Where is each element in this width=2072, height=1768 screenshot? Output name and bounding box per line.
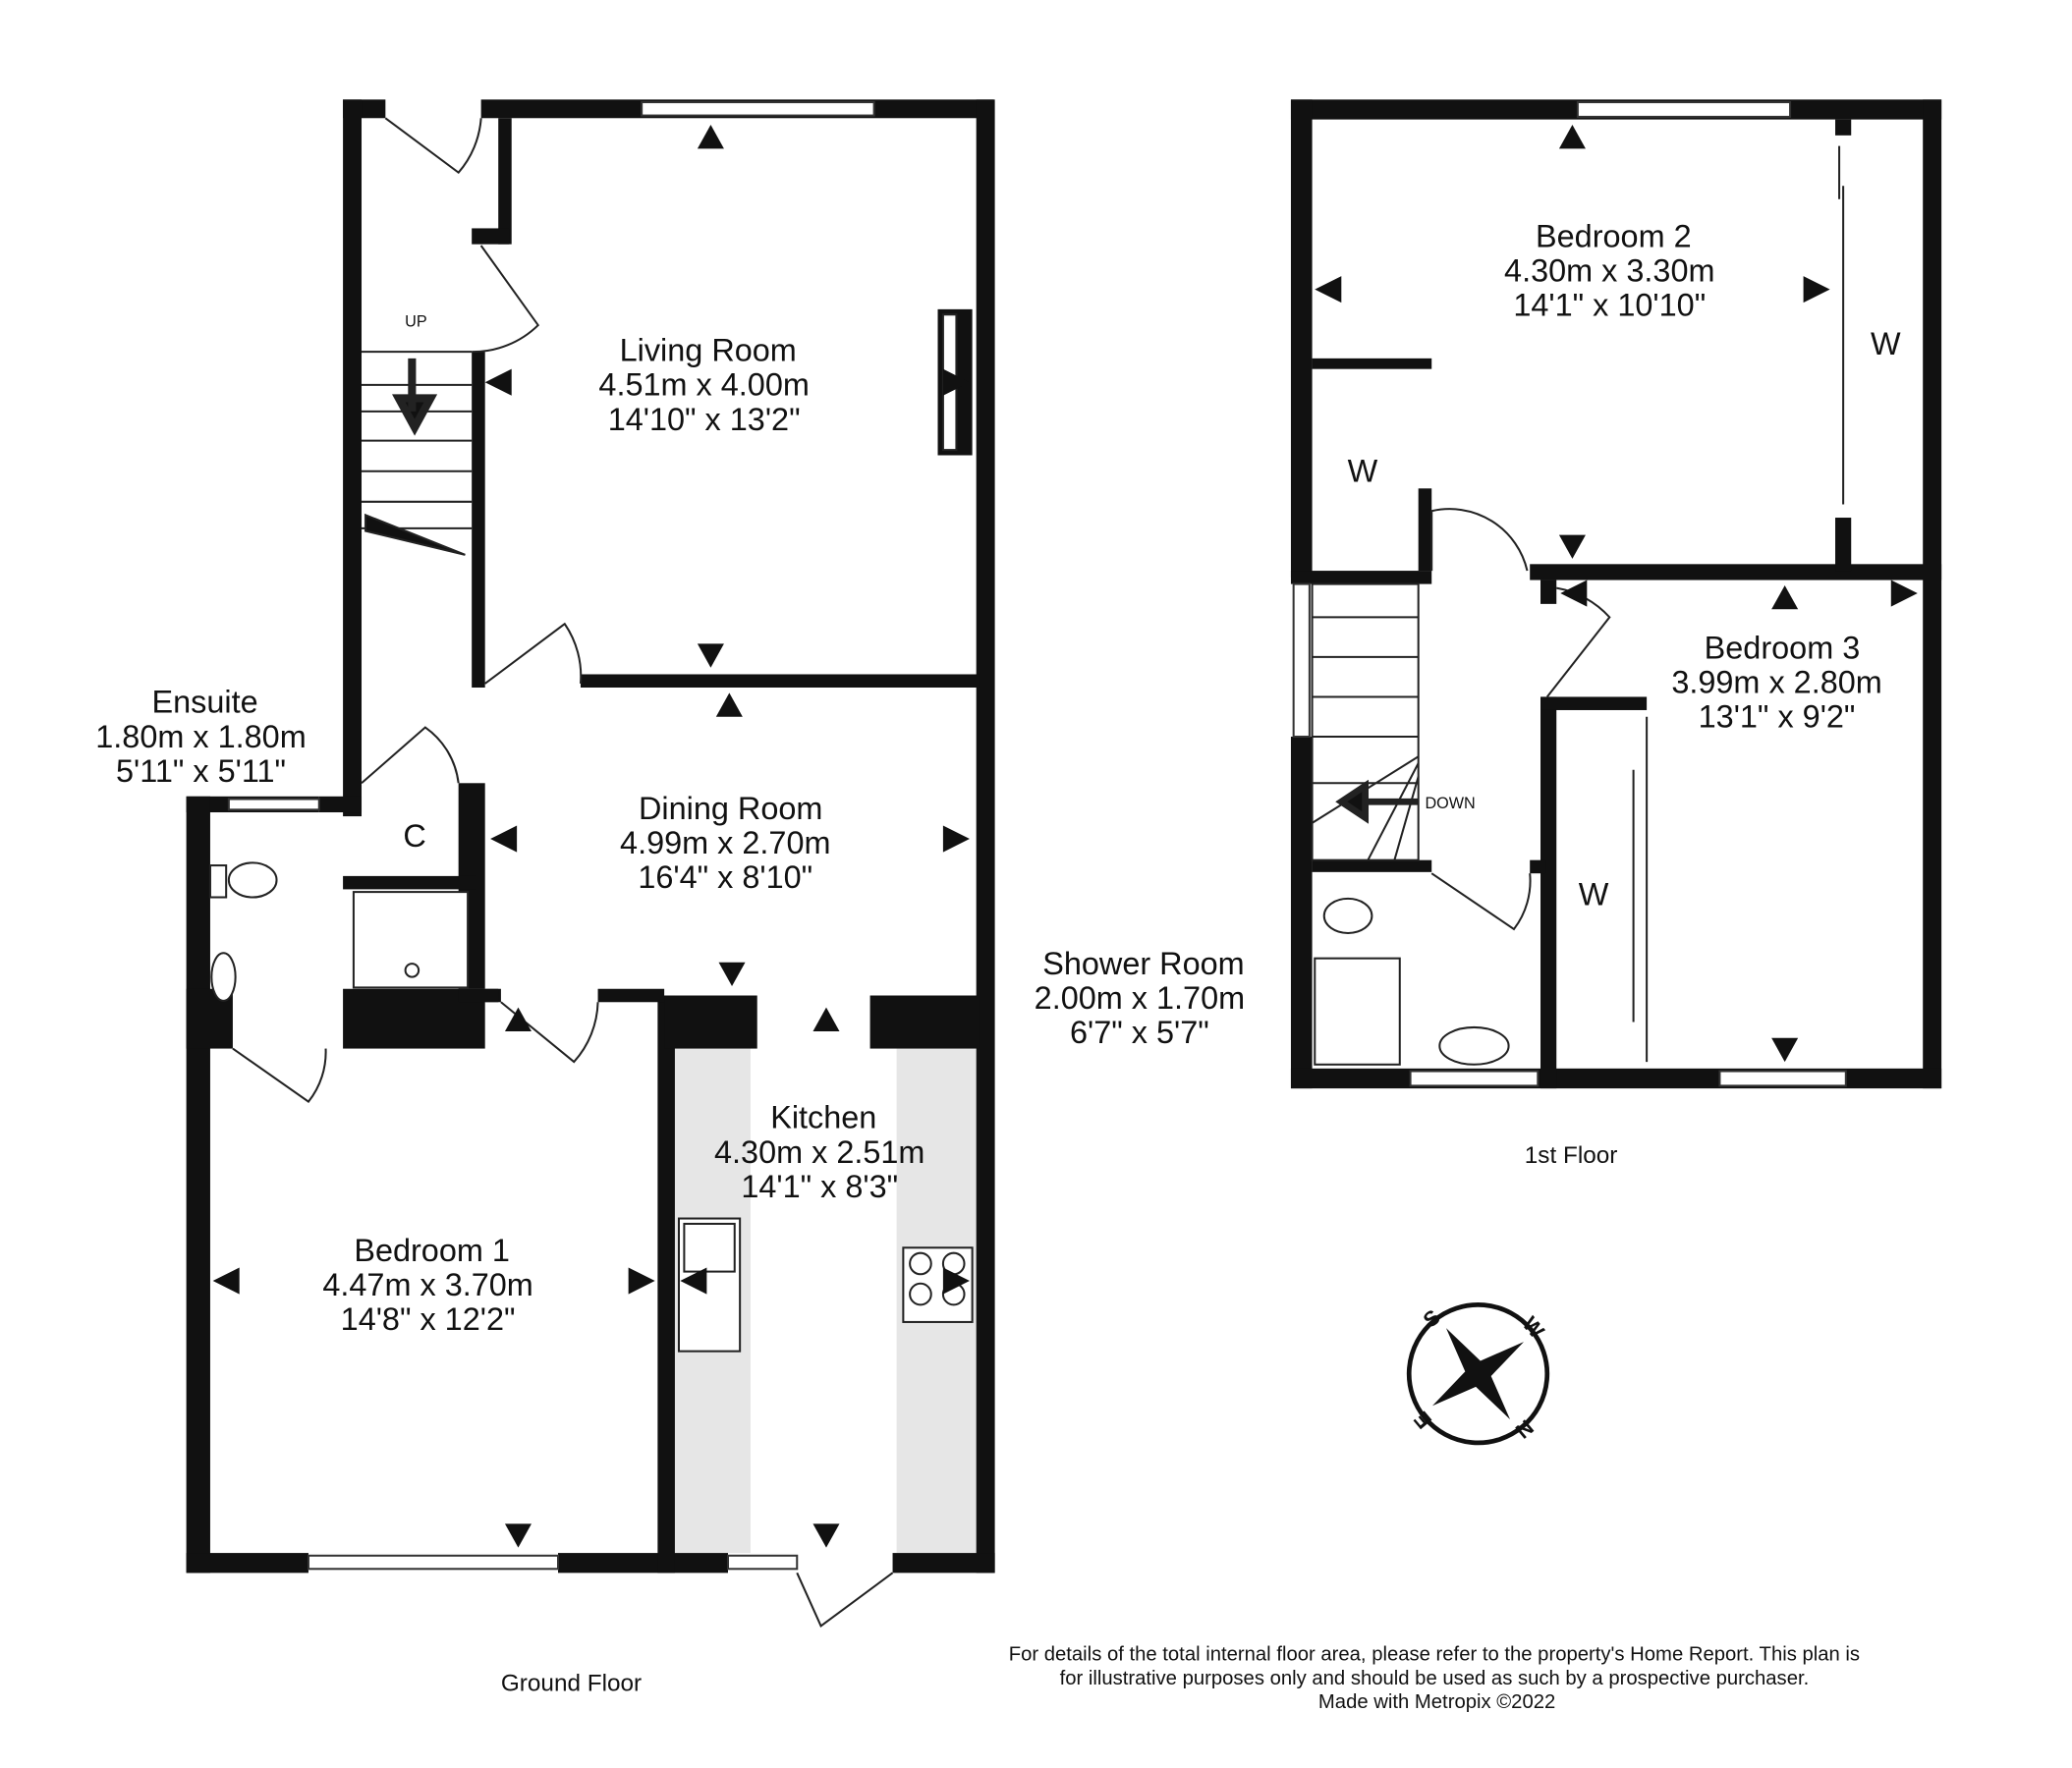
room-imperial: 6'7" x 5'7" [1070,1015,1209,1050]
basin-icon [210,952,237,1002]
ground-floor-plan: UP C Livin [95,99,995,1697]
first-windows [1292,101,1847,1087]
disclaimer: For details of the total internal floor … [1009,1644,1860,1714]
room-metric: 4.51m x 4.00m [598,367,809,403]
room-metric: 4.30m x 2.51m [714,1134,924,1170]
room-name: Ensuite [151,685,257,720]
room-living-room: Living Room 4.51m x 4.00m 14'10" x 13'2" [598,333,809,437]
room-dining-room: Dining Room 4.99m x 2.70m 16'4" x 8'10" [620,791,830,895]
room-metric: 3.99m x 2.80m [1671,664,1881,699]
room-shower-room: Shower Room 2.00m x 1.70m 6'7" x 5'7" [1035,946,1245,1050]
room-bedroom-2: Bedroom 2 4.30m x 3.30m 14'1" x 10'10" [1504,218,1714,322]
room-name: Bedroom 3 [1705,630,1861,665]
room-metric: 4.47m x 3.70m [322,1267,532,1302]
room-name: Bedroom 1 [354,1233,510,1268]
room-name: Bedroom 2 [1536,218,1692,253]
basin-icon [1438,1025,1510,1066]
disclaimer-line-1: For details of the total internal floor … [1009,1644,1860,1666]
room-imperial: 5'11" x 5'11" [116,753,286,789]
shower-tray [1314,957,1401,1066]
first-stairs [1311,582,1420,861]
disclaimer-line-2: for illustrative purposes only and shoul… [1060,1668,1810,1689]
room-imperial: 13'1" x 9'2" [1699,699,1856,735]
room-imperial: 14'8" x 12'2" [341,1301,516,1337]
room-imperial: 14'10" x 13'2" [608,402,801,437]
room-metric: 2.00m x 1.70m [1035,980,1245,1016]
first-floor-plan: DOWN W W W Bedroom 2 4.30m x 3.30m 14'1"… [1035,99,1942,1169]
room-ensuite: Ensuite 1.80m x 1.80m 5'11" x 5'11" [95,685,306,789]
dimension-arrows [212,125,970,1548]
ground-walls [186,99,995,1574]
wardrobe-label: W [1579,877,1609,912]
room-name: Shower Room [1042,946,1244,981]
ground-stairs [362,351,473,556]
room-imperial: 14'1" x 10'10" [1513,288,1706,323]
cupboard-label: C [403,818,425,854]
room-name: Dining Room [639,791,822,826]
room-name: Kitchen [770,1100,876,1135]
first-floor-label: 1st Floor [1525,1142,1618,1169]
toilet-icon [227,861,278,899]
room-metric: 4.30m x 3.30m [1504,252,1714,288]
room-imperial: 14'1" x 8'3" [741,1169,898,1204]
disclaimer-line-3: Made with Metropix ©2022 [1318,1691,1555,1713]
room-bedroom-1: Bedroom 1 4.47m x 3.70m 14'8" x 12'2" [322,1233,532,1337]
ground-doors [232,117,894,1628]
first-doors [1430,145,1845,1063]
room-imperial: 16'4" x 8'10" [638,859,812,895]
wardrobe-label: W [1348,454,1378,489]
wardrobe-label: W [1871,326,1901,361]
ground-floor-label: Ground Floor [501,1671,642,1697]
room-metric: 1.80m x 1.80m [95,719,306,754]
dimension-arrows [1315,125,1918,1063]
room-name: Living Room [620,333,797,368]
ground-windows [227,101,875,1571]
room-bedroom-3: Bedroom 3 3.99m x 2.80m 13'1" x 9'2" [1671,630,1881,734]
stairs-down-label: DOWN [1425,795,1475,812]
toilet-icon [1322,897,1373,935]
room-metric: 4.99m x 2.70m [620,825,830,860]
first-fixtures [1314,897,1510,1066]
compass-rose-icon: N E S W [1406,1302,1550,1446]
stairs-up-label: UP [405,312,427,330]
room-kitchen: Kitchen 4.30m x 2.51m 14'1" x 8'3" [714,1100,924,1204]
compass-n: N [1511,1415,1539,1444]
compass-w: W [1518,1311,1550,1343]
